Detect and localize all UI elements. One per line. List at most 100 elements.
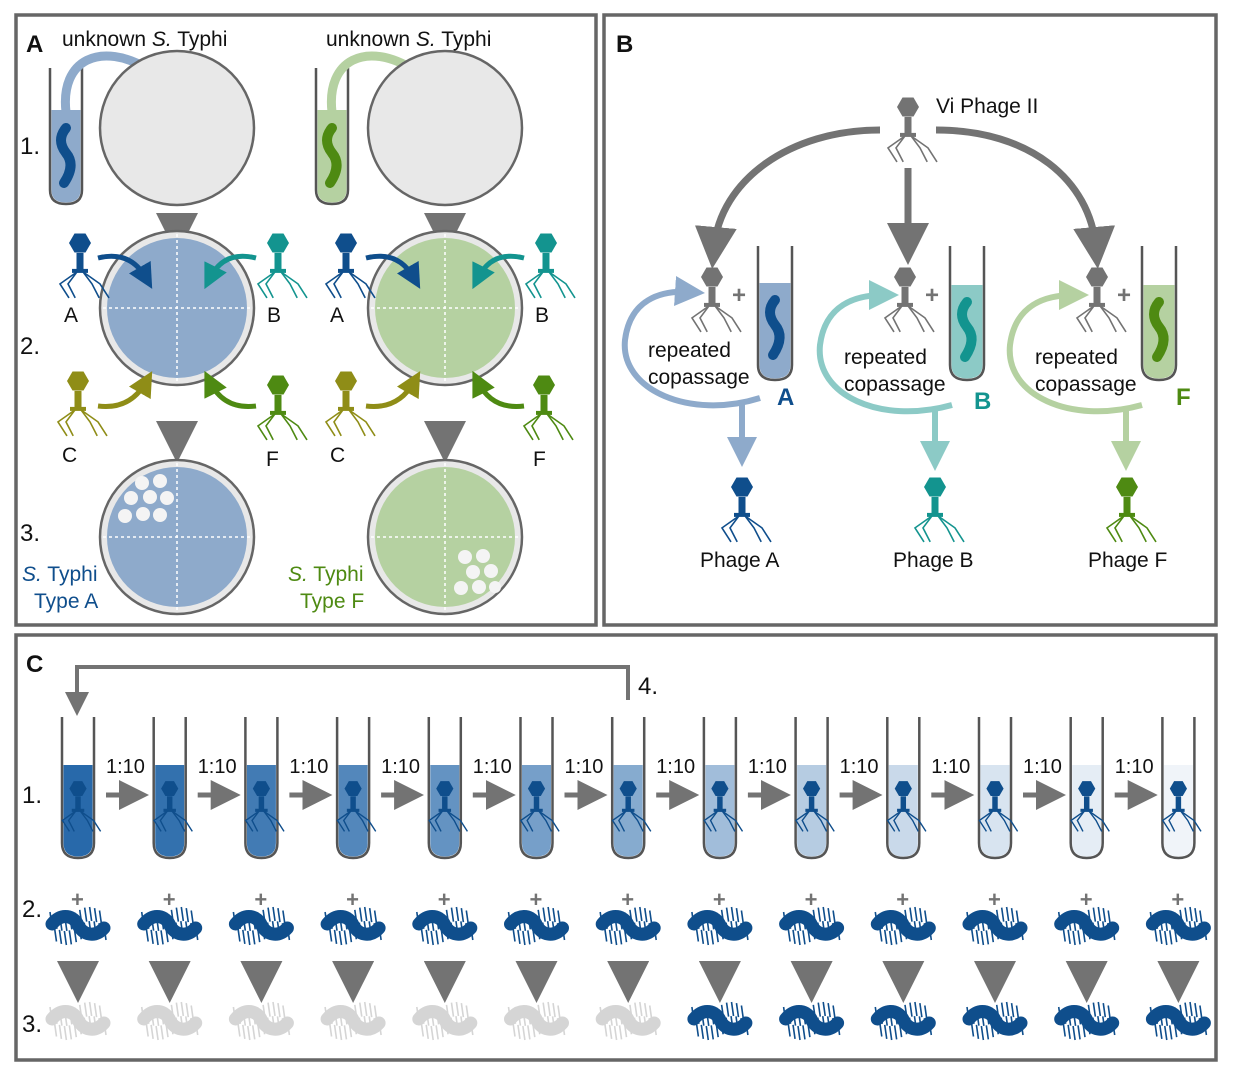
branch-arrow-right [935, 126, 1116, 269]
bacterium-icon [504, 906, 569, 946]
plus-sign: + [163, 887, 176, 912]
phage-icon [428, 781, 469, 832]
phage-letter-f-right: F [533, 448, 546, 471]
phage-icon [153, 781, 193, 832]
result-left-line2: Type A [34, 590, 98, 613]
plus-b: + [925, 282, 939, 309]
phage-icon-f [256, 375, 308, 441]
dilution-label: 1:10 [840, 756, 879, 778]
phage-icon [1070, 781, 1110, 832]
phage-icon [886, 781, 927, 832]
culture-tube-type-a [48, 68, 84, 206]
phage-icon-c [324, 371, 376, 437]
phage-icon [1075, 267, 1127, 333]
copassage-b-line1: repeated [844, 346, 927, 369]
phage-icon-b [524, 233, 576, 299]
result-right-line2: Type F [300, 590, 364, 613]
dilution-label: 1:10 [1115, 756, 1154, 778]
phage-b-icon [913, 477, 965, 543]
dilution-label: 1:10 [656, 756, 695, 778]
bacterium-icon [45, 906, 111, 946]
bacterium-icon [962, 906, 1028, 946]
copassage-loop-b [816, 280, 953, 415]
bacterium-icon [687, 906, 753, 946]
dilution-label: 1:10 [473, 756, 512, 778]
bacterium-icon [1054, 906, 1120, 946]
phage-arrow-f-left [204, 370, 257, 409]
loop-back-arrow [65, 665, 630, 716]
bacterium-icon [137, 906, 203, 946]
plus-sign: + [438, 887, 451, 912]
phage-arrow-c-right [365, 371, 421, 409]
result-phage-f-label: Phage F [1088, 549, 1167, 572]
copassage-a-line1: repeated [648, 339, 731, 362]
copassage-loop-f [1006, 280, 1143, 415]
plus-sign: + [713, 887, 726, 912]
phage-letter-a-left: A [64, 304, 78, 327]
vi-phage-ii-label: Vi Phage II [936, 95, 1038, 118]
plaques-quadrant-f [454, 549, 501, 595]
result-phage-b-label: Phage B [893, 549, 974, 572]
bacterium-icon [779, 906, 845, 946]
panel-a-step-1: 1. [20, 133, 40, 160]
panel-b-label: B [616, 31, 633, 58]
lysed-bacterium-icon [595, 1001, 661, 1041]
plus-sign: + [1080, 887, 1093, 912]
bacterium-icon [779, 1001, 845, 1041]
phage-letter-c-right: C [330, 444, 345, 467]
bacterium-icon [1145, 906, 1211, 946]
copassage-loop-a [621, 276, 761, 409]
copassage-a-line2: copassage [648, 366, 750, 389]
bacterium-icon [595, 906, 661, 946]
plus-sign: + [896, 887, 909, 912]
panel-c-label: C [26, 651, 43, 678]
lysed-bacterium-icon [320, 1001, 386, 1041]
bacterium-icon [1054, 1001, 1120, 1041]
panel-a-step-3: 3. [20, 520, 40, 547]
phage-icon-b [256, 233, 308, 299]
panel-a-frame [14, 13, 598, 627]
bacterium-icon [870, 1001, 936, 1041]
phage-icon-f [522, 375, 574, 441]
phage-icon-a [324, 233, 376, 299]
plus-sign: + [71, 887, 84, 912]
vi-phage-ii-icon [886, 97, 938, 163]
panel-a-step-2: 2. [20, 333, 40, 360]
lysed-bacterium-icon [504, 1001, 569, 1041]
phage-letter-b-left: B [267, 304, 281, 327]
phage-arrow-b-right [472, 253, 525, 290]
phage-icon [795, 781, 835, 832]
phage-letter-b-right: B [535, 304, 549, 327]
panel-a-right-title: unknown S. Typhi [326, 28, 491, 51]
dilution-label: 1:10 [381, 756, 420, 778]
copassage-tube-b [948, 246, 986, 382]
bacterium-icon [228, 906, 294, 946]
plus-sign: + [805, 887, 818, 912]
bacterium-icon [1145, 1001, 1211, 1041]
panel-c-step-2: 2. [22, 896, 42, 923]
phage-a-icon [720, 477, 772, 543]
plus-sign: + [621, 887, 634, 912]
bacterium-icon [962, 1001, 1028, 1041]
phage-icon-a [58, 233, 110, 299]
plus-sign: + [988, 887, 1001, 912]
phage-arrow-f-right [472, 370, 525, 409]
phage-icon-c [56, 371, 108, 437]
lysed-bacterium-icon [412, 1001, 478, 1041]
phage-icon [978, 781, 1019, 832]
panel-a-label: A [26, 31, 43, 58]
dilution-label: 1:10 [198, 756, 237, 778]
phage-icon [703, 781, 744, 832]
culture-tube-type-f [314, 68, 350, 206]
bacterium-icon [320, 906, 386, 946]
branch-letter-b: B [974, 388, 991, 415]
phage-letter-a-right: A [330, 304, 344, 327]
phage-arrow-a-left [97, 253, 153, 289]
dilution-label: 1:10 [1023, 756, 1062, 778]
result-right-line1: S. Typhi [288, 563, 364, 586]
panel-a-left-title: unknown S. Typhi [62, 28, 227, 51]
phage-arrow-b-left [204, 253, 257, 290]
lysed-bacterium-icon [137, 1001, 203, 1041]
plus-a: + [732, 282, 746, 309]
